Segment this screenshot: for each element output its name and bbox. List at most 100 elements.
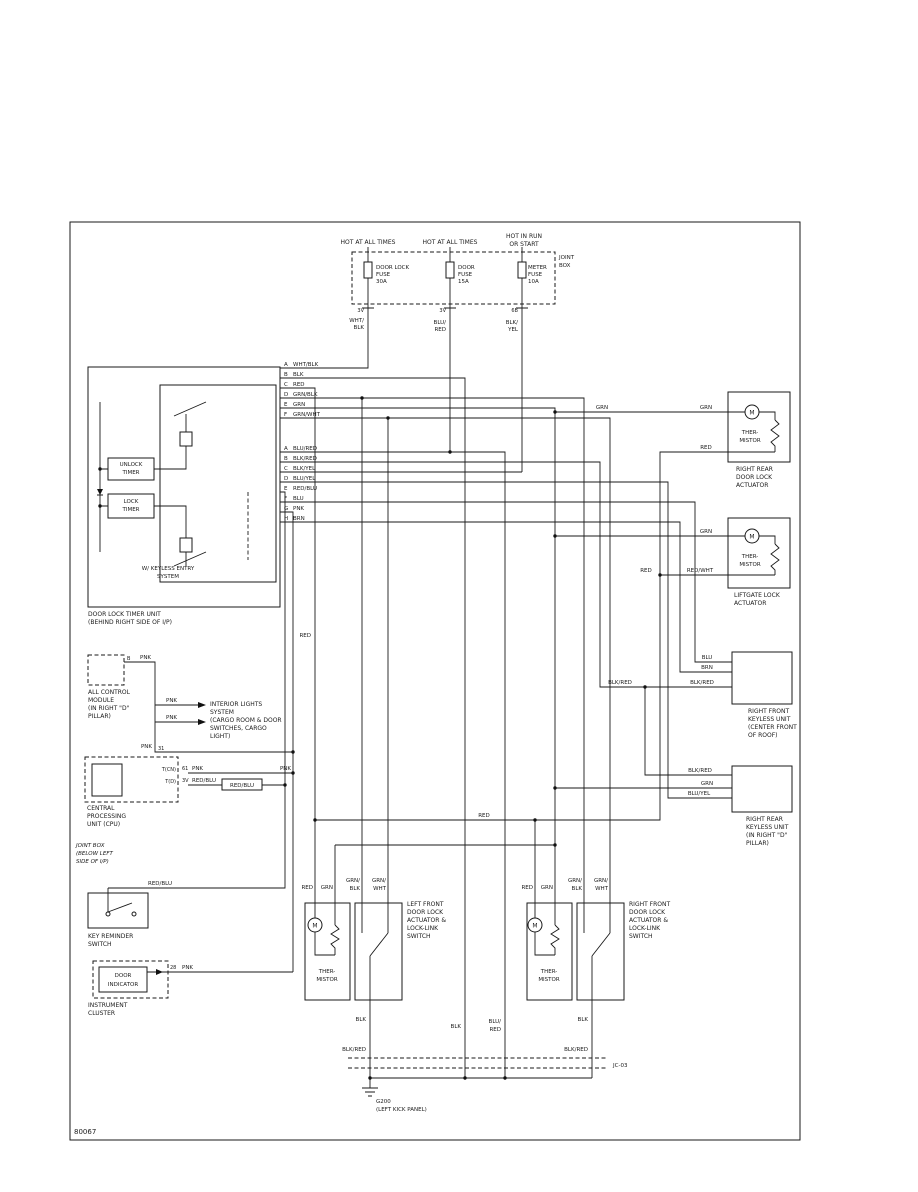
joint-box-outline xyxy=(351,251,556,305)
wire-red-label: RED xyxy=(640,568,652,574)
joint-box-label-2: BOX xyxy=(559,263,571,269)
conn1-pin-b: B xyxy=(284,372,288,378)
wire-grnwht-label-1: GRN/ xyxy=(594,878,608,884)
lf-thermistor-label-2: MISTOR xyxy=(316,977,338,983)
wire-pnk-label: PNK xyxy=(182,965,193,971)
conn1-pin-a: A xyxy=(284,362,288,368)
joint-box-note-1: JOINT BOX xyxy=(75,843,105,849)
rf-keyless-label-3: (CENTER FRONT xyxy=(748,724,797,731)
cpu-pin-td: T(D) xyxy=(164,779,176,785)
wire-grn-label: GRN xyxy=(321,885,333,891)
acm-label-4: PILLAR) xyxy=(88,713,111,720)
rf-keyless-outline xyxy=(731,651,793,705)
wire-blk-label-rf: BLK xyxy=(578,1017,589,1023)
fuse1-label-1: DOOR LOCK xyxy=(376,265,410,271)
fuse2-pin: 3V xyxy=(439,308,446,314)
joint-box-note-2: (BELOW LEFT xyxy=(76,851,114,857)
conn2-pin-g: G xyxy=(284,506,288,512)
wire-grn-label-mid: GRN xyxy=(596,405,608,411)
conn2-wire-g: PNK xyxy=(293,506,304,512)
switch-contact xyxy=(105,911,111,917)
rr-keyless-label-1: RIGHT REAR xyxy=(746,816,783,823)
lf-actuator-label-1: LEFT FRONT xyxy=(407,901,444,908)
conn2-pin-b: B xyxy=(284,456,288,462)
conn2-pin-h: H xyxy=(284,516,288,522)
interior-lights-label-1: INTERIOR LIGHTS xyxy=(210,701,262,708)
wire-blured-label-1: BLU/ xyxy=(489,1019,502,1025)
feed1-wire-color-1: WHT/ xyxy=(349,318,364,324)
rr-keyless-label-4: PILLAR) xyxy=(746,840,769,847)
feed2-wire-color-2: RED xyxy=(434,327,446,333)
relay-coil-2 xyxy=(179,537,193,553)
diode-icon xyxy=(97,489,103,495)
power-section: HOT AT ALL TIMES HOT AT ALL TIMES HOT IN… xyxy=(341,233,575,333)
page-number: 80067 xyxy=(74,1128,96,1136)
conn1-pin-e: E xyxy=(284,402,288,408)
key-reminder-outline xyxy=(87,892,149,929)
fuse3-pin: 6B xyxy=(511,308,518,314)
door-indicator-label-1: DOOR xyxy=(115,973,132,979)
cluster-pin: 28 xyxy=(170,965,176,971)
rf-thermistor-label-1: THER- xyxy=(540,969,558,975)
interior-lights-label-5: LIGHT) xyxy=(210,733,230,740)
wire-grnwht-label-1: GRN/ xyxy=(372,878,386,884)
interior-lights-label-3: (CARGO ROOM & DOOR xyxy=(210,717,282,724)
jc03-label: JC-03 xyxy=(612,1063,628,1069)
conn2-wire-a: BLU/RED xyxy=(293,446,317,452)
conn1-wire-f: GRN/WHT xyxy=(293,412,321,418)
unlock-timer-label-1: UNLOCK xyxy=(120,462,143,468)
fuse2-label-2: FUSE xyxy=(458,272,473,278)
rf-keyless-label-2: KEYLESS UNIT xyxy=(748,716,791,723)
hot-label-1: HOT AT ALL TIMES xyxy=(341,239,396,246)
acm-label-1: ALL CONTROL xyxy=(88,689,131,696)
conn2-pin-d: D xyxy=(284,476,288,482)
wire-pnk-label-2: PNK xyxy=(166,715,177,721)
wire-blu-label: BLU xyxy=(702,655,713,661)
rf-actuator-outline xyxy=(526,902,573,1001)
fuse3-label-2: FUSE xyxy=(528,272,543,278)
switch-blade xyxy=(107,902,133,913)
cpu-out1-wire: PNK xyxy=(192,766,203,772)
fuse2-label-1: DOOR xyxy=(458,265,475,271)
acm-outline xyxy=(87,654,125,686)
wire-red-label: RED xyxy=(700,445,712,451)
arrow-right-icon xyxy=(198,719,206,725)
ground-g200-label: G200 xyxy=(376,1099,391,1105)
all-control-module: B PNK ALL CONTROL MODULE (IN RIGHT "D" P… xyxy=(87,654,151,720)
wire-blured-label-2: RED xyxy=(489,1027,501,1033)
cluster-label-1: INSTRUMENT xyxy=(88,1002,128,1009)
fuse1-label-3: 30A xyxy=(376,279,387,285)
diagram-border xyxy=(69,221,801,1141)
motor-icon xyxy=(744,404,760,420)
joint-box-label-1: JOINT xyxy=(558,255,575,261)
cpu-pin-tcn: T(CN) xyxy=(161,767,176,773)
acm-label-2: MODULE xyxy=(88,697,114,704)
cluster-outline xyxy=(92,960,169,999)
rr-keyless-outline xyxy=(731,765,793,813)
lg-thermistor-label-1: THER- xyxy=(741,554,759,560)
acm-label-3: (IN RIGHT "D" xyxy=(88,705,130,712)
fuse1-pin: 3V xyxy=(357,308,364,314)
conn1-wire-b: BLK xyxy=(293,372,304,378)
wire-grn-label: GRN xyxy=(700,405,712,411)
rr-thermistor-label-2: MISTOR xyxy=(739,438,761,444)
wire-blk-label-lf: BLK xyxy=(356,1017,367,1023)
door-lock-fuse-symbol xyxy=(363,261,373,279)
wire-grnblk-label-2: BLK xyxy=(572,886,583,892)
conn1-pin-c: C xyxy=(284,382,288,388)
lf-switch-outline xyxy=(354,902,403,1001)
lf-thermistor-label-1: THER- xyxy=(318,969,336,975)
conn1-wire-c: RED xyxy=(293,382,305,388)
motor-icon xyxy=(527,917,543,933)
rr-actuator-label-3: ACTUATOR xyxy=(736,482,768,489)
wire-blkred-label: BLK/RED xyxy=(690,680,714,686)
lg-thermistor-label-2: MISTOR xyxy=(739,562,761,568)
timer-unit-outline xyxy=(87,366,281,608)
door-fuse-symbol xyxy=(445,261,455,279)
conn1-wire-a: WHT/BLK xyxy=(293,362,319,368)
door-indicator-label-2: INDICATOR xyxy=(108,982,138,988)
conn2-wire-e: RED/BLU xyxy=(293,486,317,492)
wire-red-label: RED xyxy=(521,885,533,891)
